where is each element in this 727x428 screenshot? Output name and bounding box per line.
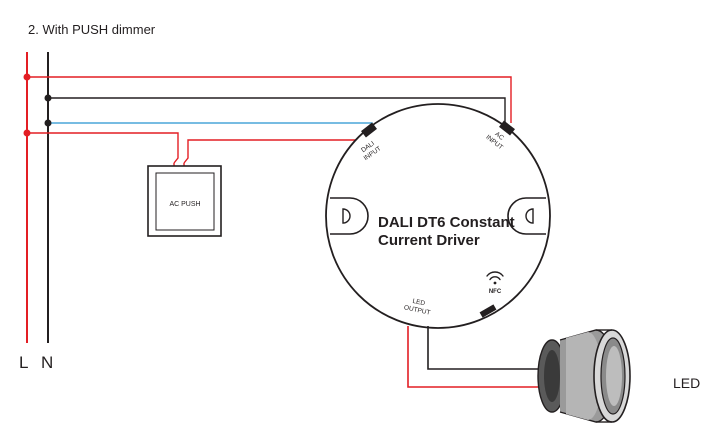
junction-dot-neutral-2 (44, 119, 52, 127)
driver-title-line2: Current Driver (378, 232, 480, 249)
led-output-wire-positive (407, 326, 546, 388)
junction-dot-line-1 (23, 73, 31, 81)
line-terminal-label: L (19, 353, 28, 372)
dali-wire-to-dali-input (48, 122, 373, 132)
diagram-heading: 2. With PUSH dimmer (28, 22, 156, 37)
led-lamp (537, 329, 631, 423)
svg-text:LED: LED (412, 298, 426, 308)
junction-dot-neutral-1 (44, 94, 52, 102)
ac-push-label: AC PUSH (169, 201, 200, 208)
line-wire-to-ac-input (27, 76, 512, 123)
line-wire-to-push-switch (27, 132, 179, 164)
svg-text:AC: AC (493, 131, 505, 142)
ac-push-switch (147, 165, 222, 237)
led-label: LED (673, 375, 700, 391)
push-switch-to-dali-input (183, 139, 364, 164)
neutral-terminal-label: N (41, 353, 53, 372)
junction-dot-line-2 (23, 129, 31, 137)
nfc-label: NFC (489, 289, 502, 295)
driver-title-line1: DALI DT6 Constant (378, 214, 515, 231)
led-output-wire-negative (427, 326, 546, 370)
nfc-icon (486, 271, 504, 285)
neutral-wire-to-ac-input (48, 97, 506, 123)
